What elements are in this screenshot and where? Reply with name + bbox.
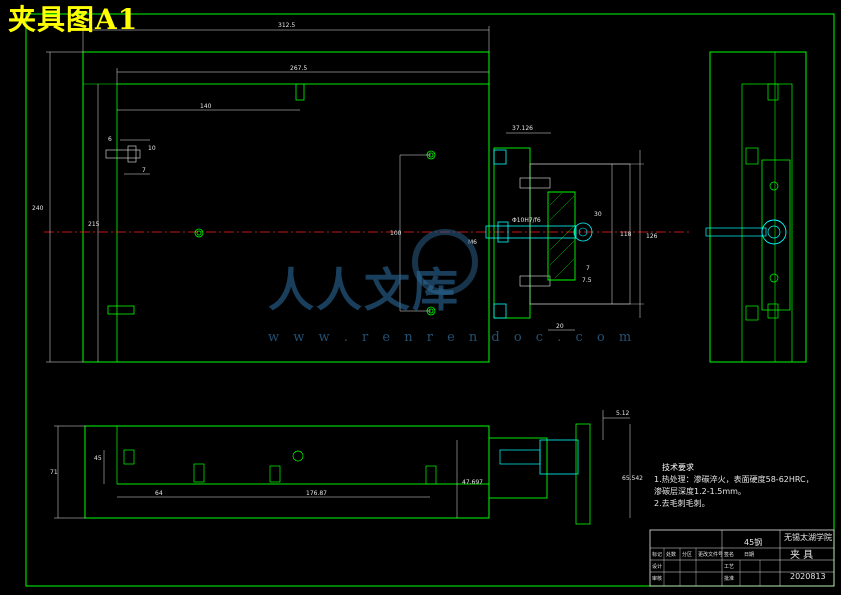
tb-school: 无锡太湖学院 [784, 532, 832, 542]
clamp-pin [485, 225, 577, 239]
dim-width-37: 37.126 [512, 125, 533, 132]
tb-label-3: 更改文件号 [698, 551, 723, 558]
clamp-assembly: 37.126 Φ10H7/f6 M6 30 7 7.5 20 118 126 [468, 125, 658, 331]
tb-label-9: 批准 [724, 575, 734, 582]
tb-label-0: 标记 [652, 551, 662, 558]
dim-65: 65.542 [622, 475, 643, 482]
dim-top-overall: 312.5 [278, 22, 295, 29]
note-line-1: 1.热处理：渗碳淬火，表面硬度58-62HRC， [654, 475, 814, 484]
dim-left-height: 240 [32, 205, 44, 212]
tb-label-1: 处数 [666, 551, 676, 558]
tb-part-name: 夹 具 [790, 548, 813, 561]
note-line-2: 渗碳层深度1.2-1.5mm。 [654, 487, 746, 496]
dim-small-7: 7 [142, 167, 146, 174]
dim-71: 71 [50, 469, 58, 476]
tb-label-5: 日期 [744, 552, 754, 558]
tb-label-4: 签名 [724, 551, 734, 558]
dim-small-6: 6 [108, 136, 112, 143]
dim-45: 45 [94, 455, 102, 462]
watermark-logo [412, 229, 478, 295]
dim-7-5: 7.5 [582, 277, 592, 284]
dim-176: 176.87 [306, 490, 327, 497]
dim-47: 47.697 [462, 479, 483, 486]
dim-m6: M6 [468, 239, 477, 246]
section-block [547, 191, 576, 281]
dim-20: 20 [556, 323, 564, 330]
dim-hole-spacing: 100 [390, 230, 402, 237]
watermark-url: w w w . r e n r e n d o c . c o m [268, 330, 637, 345]
dim-118: 118 [620, 231, 632, 238]
title-block: 45钢 无锡太湖学院 夹 具 2020813 标记 处数 分区 更改文件号 签名… [649, 529, 835, 587]
dim-small-10: 10 [148, 145, 156, 152]
dim-left-inner: 215 [88, 221, 100, 228]
page-title: 夹具图A1 [8, 3, 139, 36]
side-nut [761, 219, 787, 245]
dim-30: 30 [594, 211, 602, 218]
bolt-top [295, 83, 305, 101]
bolt-left-bottom [107, 305, 135, 315]
clamp-body [493, 147, 531, 319]
watermark-brand: 人人文库 [268, 263, 460, 317]
technical-requirements: 技术要求 1.热处理：渗碳淬火，表面硬度58-62HRC， 渗碳层深度1.2-1… [654, 462, 834, 510]
side-view [705, 51, 807, 363]
tb-label-6: 设计 [652, 563, 662, 570]
tb-material: 45钢 [744, 537, 762, 547]
drawing-frame [25, 13, 835, 587]
dim-5-12: 5.12 [616, 410, 630, 417]
tb-label-8: 工艺 [724, 564, 734, 570]
dim-64: 64 [155, 490, 163, 497]
bottom-plate-outline [84, 425, 490, 519]
dim-top-inner: 267.5 [290, 65, 307, 72]
locating-hole-center [194, 228, 204, 238]
bottom-view: 71 45 64 176.87 47.697 65.542 5.12 [50, 410, 643, 525]
dim-126: 126 [646, 233, 658, 240]
tb-label-2: 分区 [682, 551, 692, 558]
dim-fit: Φ10H7/f6 [512, 217, 541, 224]
bottom-clamp-nut [539, 439, 579, 475]
clamp-nut [573, 222, 593, 242]
front-view: 312.5 267.5 140 240 215 6 7 10 [32, 22, 690, 363]
notes-title: 技术要求 [662, 463, 694, 472]
note-line-3: 2.去毛刺毛刺。 [654, 499, 710, 508]
dim-top-short: 140 [200, 103, 212, 110]
dim-7: 7 [586, 265, 590, 272]
tb-drawing-no: 2020813 [790, 572, 826, 581]
tb-label-7: 审核 [652, 575, 662, 582]
base-plate-inner [116, 83, 490, 363]
